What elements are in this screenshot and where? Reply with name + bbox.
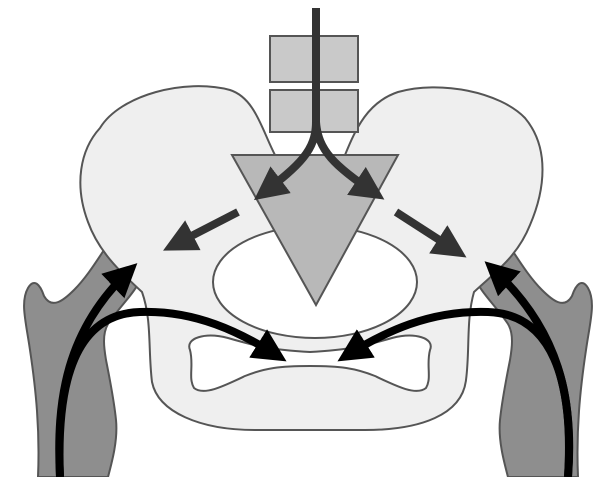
diagram-canvas <box>0 0 616 477</box>
pelvis-diagram <box>0 0 616 477</box>
